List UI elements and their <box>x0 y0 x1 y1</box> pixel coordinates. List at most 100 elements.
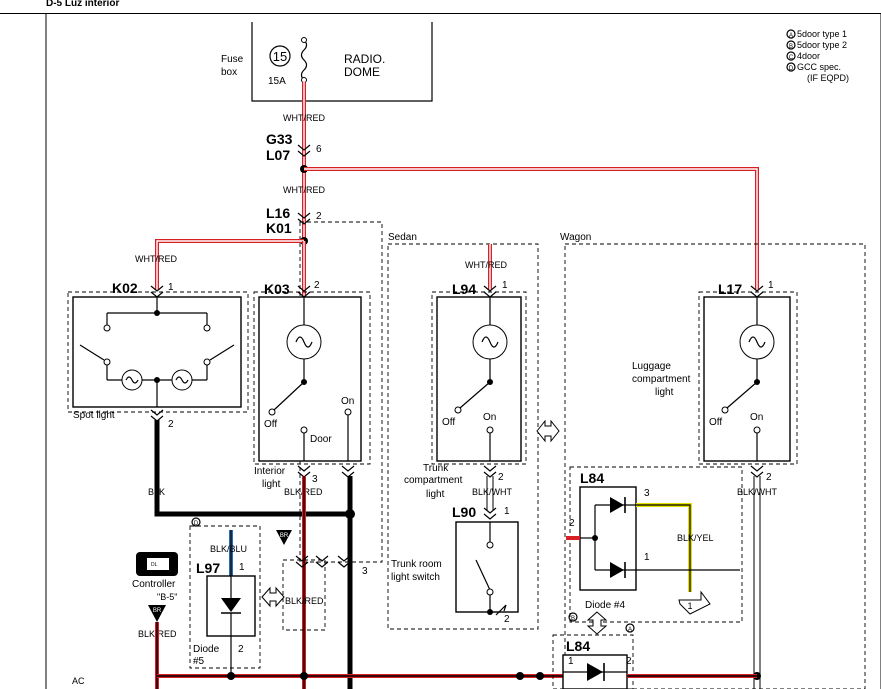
k03-on-label: On <box>341 396 354 407</box>
l17-off-label: Off <box>709 417 722 428</box>
svg-text:GCC spec.: GCC spec. <box>797 62 841 72</box>
svg-text:B: B <box>571 616 575 622</box>
wire-label-blk-red-2: BLK/RED <box>285 596 324 606</box>
wire-label-wht-red-2: WHT/RED <box>283 185 325 195</box>
wagon-label: Wagon <box>560 232 591 243</box>
diode5-label-2: #5 <box>193 656 205 667</box>
svg-text:2: 2 <box>498 472 504 483</box>
connector-k03: K03 <box>264 281 290 297</box>
svg-text:3: 3 <box>312 474 318 485</box>
svg-text:1: 1 <box>644 552 650 563</box>
diode4-label: Diode #4 <box>585 600 625 611</box>
wire-label-blk-yel: BLK/YEL <box>677 533 714 543</box>
luggage-lamp-icon <box>721 297 775 461</box>
luggage-light-label-1: Luggage <box>632 361 671 372</box>
sedan-label: Sedan <box>388 232 417 243</box>
svg-text:1: 1 <box>768 280 774 291</box>
connector-swap-icon-3: B A <box>568 611 635 635</box>
title-bar: D-5 Luz interior <box>0 0 881 14</box>
k03-off-label: Off <box>264 419 277 430</box>
svg-text:1: 1 <box>687 601 692 611</box>
b5-reference: "B-5" <box>157 592 177 602</box>
connector-l07: L07 <box>266 147 290 163</box>
connector-l94: L94 <box>452 281 476 297</box>
interior-light-box <box>258 296 362 462</box>
svg-text:1: 1 <box>239 562 245 573</box>
circuit-name-1: RADIO. <box>344 52 385 66</box>
k02-feed-wire <box>155 239 304 290</box>
connector-l84-lower: L84 <box>566 638 590 654</box>
svg-text:1: 1 <box>504 506 510 517</box>
connector-l84: L84 <box>580 470 604 486</box>
controller-label: Controller <box>132 579 176 590</box>
svg-text:1: 1 <box>168 282 174 293</box>
fuse-number: 15 <box>273 49 287 64</box>
ground-ref-arrow-icon: 1 <box>678 590 711 615</box>
diode5-label-1: Diode <box>193 644 220 655</box>
svg-text:4door: 4door <box>797 51 820 61</box>
svg-text:2: 2 <box>316 211 322 222</box>
interior-light-label-2: light <box>262 479 281 490</box>
bottom-tag: AC <box>72 676 85 686</box>
wagon-section <box>564 243 866 689</box>
connector-swap-icon-2 <box>536 419 560 443</box>
luggage-light-label-3: light <box>655 387 674 398</box>
svg-text:DL: DL <box>151 562 158 568</box>
controller-icon: DL <box>136 552 178 576</box>
trunk-switch-label-1: Trunk room <box>391 559 442 570</box>
luggage-light-box <box>703 296 791 462</box>
fuse-box: Fuse box 15 15A RADIO. DOME <box>221 22 433 102</box>
svg-text:A: A <box>789 33 793 39</box>
wire-label-blk-wht-2: BLK/WHT <box>737 487 778 497</box>
connector-swap-icon-1 <box>261 586 285 608</box>
luggage-light-label-2: compartment <box>632 374 691 385</box>
legend-note: (IF EQPD) <box>807 73 849 83</box>
l17-on-label: On <box>750 412 763 423</box>
door-label: Door <box>310 434 332 445</box>
legend-item-c: C 4door <box>786 51 820 61</box>
br-ground-ref-icon-1: BR <box>276 530 292 545</box>
trunk-light-box <box>436 296 522 462</box>
diode4-symbol-icon <box>580 497 636 578</box>
page-title: D-5 Luz interior <box>46 0 120 9</box>
svg-text:6: 6 <box>316 144 322 155</box>
fuse-number-circle <box>269 45 291 67</box>
connector-l17: L17 <box>718 281 742 297</box>
connector-l97: L97 <box>196 560 220 576</box>
circuit-name-2: DOME <box>344 65 380 79</box>
svg-text:2: 2 <box>569 518 575 529</box>
svg-text:D: D <box>789 66 794 72</box>
interior-lamp-icon <box>268 297 352 461</box>
svg-text:2: 2 <box>626 656 632 667</box>
trunk-light-label-1: Trunk <box>423 463 449 474</box>
sedan-section <box>387 243 539 630</box>
br-ground-ref-icon-2: BR <box>148 605 166 622</box>
k02-ground-wire <box>154 420 350 517</box>
wire-label-blk-blu: BLK/BLU <box>210 544 247 554</box>
svg-text:BR: BR <box>280 533 289 539</box>
trunk-switch-symbol-icon <box>475 522 507 616</box>
svg-text:A: A <box>628 627 632 633</box>
l84-dashed-area <box>569 466 743 623</box>
svg-text:2: 2 <box>168 419 174 430</box>
svg-text:5door type 2: 5door type 2 <box>797 40 847 50</box>
legend: A 5door type 1 B 5door type 2 C 4door D … <box>786 29 849 83</box>
legend-item-d: D GCC spec. <box>786 62 841 72</box>
svg-text:2: 2 <box>766 472 772 483</box>
svg-text:C: C <box>789 55 794 61</box>
fuse-box-label-2: box <box>221 67 237 78</box>
legend-item-a: A 5door type 1 <box>786 29 847 39</box>
svg-text:3: 3 <box>362 566 368 577</box>
connector-l16-symbol-icon <box>297 212 311 225</box>
blk-yel-wire <box>636 503 692 592</box>
wire-label-wht-red-3: WHT/RED <box>135 254 177 264</box>
svg-text:B: B <box>789 44 793 50</box>
trunk-switch-box <box>455 521 519 613</box>
svg-text:3: 3 <box>644 488 650 499</box>
l97-dashed-area <box>189 525 261 669</box>
fuse-rating: 15A <box>268 76 286 87</box>
connector-g33-symbol-icon <box>297 144 311 157</box>
connector-l90: L90 <box>452 504 476 520</box>
legend-item-b: B 5door type 2 <box>786 40 847 50</box>
